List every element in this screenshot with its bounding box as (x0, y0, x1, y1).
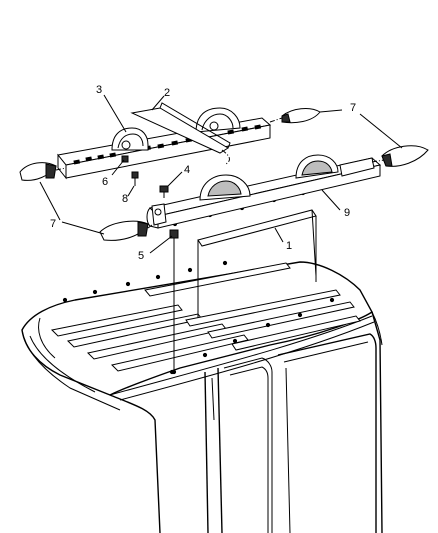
front-crossbar-assembly (146, 154, 382, 229)
callout-1: 1 (286, 240, 292, 252)
rail-slots (73, 124, 262, 165)
callout-7-right: 7 (350, 102, 356, 114)
rear-crossbar-assembly (57, 102, 272, 180)
callout-6: 6 (102, 176, 108, 188)
callout-labels: 1 2 3 4 5 6 7 7 8 9 (50, 84, 356, 262)
callout-9: 9 (344, 207, 350, 219)
air-deflector (197, 209, 317, 318)
callout-5: 5 (138, 250, 144, 262)
vehicle-roof (21, 261, 383, 533)
callout-3: 3 (96, 84, 102, 96)
roof-slats (50, 262, 361, 372)
callout-4: 4 (184, 164, 190, 176)
fasteners (121, 155, 179, 375)
end-caps (19, 108, 429, 241)
callout-8: 8 (122, 193, 128, 205)
callout-2: 2 (164, 87, 170, 99)
leader-lines (39, 94, 403, 254)
callout-7-left: 7 (50, 218, 56, 230)
